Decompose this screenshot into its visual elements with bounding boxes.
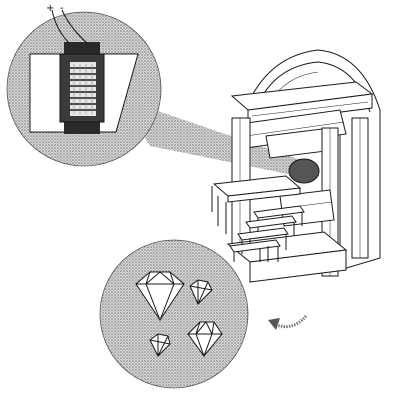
press-core-highlight	[288, 158, 320, 184]
press-machine-icon	[211, 49, 381, 283]
positive-terminal-label: +	[46, 3, 54, 14]
curved-arrow-icon	[268, 314, 308, 330]
magnification-beam	[120, 98, 301, 176]
diamond-large	[135, 271, 185, 322]
diamond-small-bottom	[149, 333, 171, 357]
press-steps	[229, 205, 305, 262]
diamond-medium-right	[187, 321, 223, 358]
negative-terminal-label: -	[60, 3, 64, 14]
diamonds-circle	[99, 239, 249, 389]
diamond-small-top	[189, 279, 213, 305]
diamond-crystals-icon	[135, 271, 223, 358]
heating-cell-icon	[29, 9, 139, 134]
